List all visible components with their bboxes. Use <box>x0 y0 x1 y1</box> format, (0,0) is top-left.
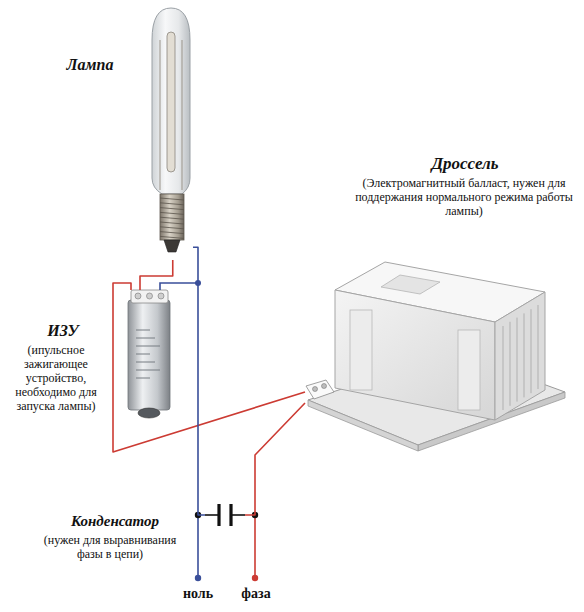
drawing-stroke <box>381 275 440 294</box>
drawing-stroke <box>160 222 184 224</box>
drawing-stroke <box>131 290 168 303</box>
part-name: ИЗУ <box>20 322 106 340</box>
lamp-node: Лампа <box>148 5 193 260</box>
text-holder: фаза <box>228 586 284 602</box>
drawing-stroke <box>160 212 184 214</box>
drawing-stroke <box>458 330 480 410</box>
drawing-stroke <box>136 362 155 363</box>
terminal-label: ноль <box>170 586 226 602</box>
drawing-stroke <box>136 330 150 331</box>
wire <box>193 247 205 515</box>
drawing-stroke <box>160 236 184 238</box>
drawing-stroke <box>308 400 418 451</box>
drawing-stroke <box>138 408 160 418</box>
text-holder: (Электромагнитный балласт, нужен для под… <box>350 176 578 218</box>
drawing-stroke <box>160 283 198 290</box>
drawing-stroke <box>158 293 164 299</box>
drawing-stroke <box>160 198 184 238</box>
drawing-stroke <box>136 338 155 339</box>
capacitor-node: Конденсатор(нужен для выравнивания фазы … <box>205 503 245 527</box>
drawing-stroke <box>136 354 150 355</box>
drawing-stroke <box>152 8 190 194</box>
drawing-stroke <box>538 305 539 389</box>
terminal-label: фаза <box>228 586 284 602</box>
drawing-stroke <box>128 300 170 410</box>
drawing-stroke <box>197 515 199 578</box>
drawing-stroke <box>313 387 318 392</box>
drawing-stroke <box>531 309 532 393</box>
drawing-stroke <box>524 313 525 397</box>
drawing-stroke <box>503 305 538 410</box>
text-holder: Конденсатор <box>40 513 190 530</box>
drawing-stroke <box>160 232 184 234</box>
choke-picture <box>306 262 565 451</box>
lamp-picture <box>152 8 190 252</box>
wire <box>245 403 305 515</box>
text-holder: Лампа <box>52 56 128 74</box>
drawing-stroke <box>231 514 245 516</box>
drawing-stroke <box>254 515 256 578</box>
drawing-stroke <box>350 310 372 390</box>
part-name: Конденсатор <box>40 513 190 530</box>
drawing-stroke <box>160 203 184 205</box>
wire <box>140 260 173 290</box>
drawing-stroke <box>136 330 160 378</box>
drawing-stroke <box>160 40 161 190</box>
drawing-stroke <box>322 384 327 389</box>
part-note: (ипульсное зажигающее устройство, необхо… <box>4 343 108 413</box>
drawing-stroke <box>136 378 150 379</box>
text-holder: Дроссель <box>390 154 540 174</box>
drawing-stroke <box>160 194 184 240</box>
part-note: (Электромагнитный балласт, нужен для под… <box>350 176 578 218</box>
drawing-stroke <box>503 326 504 410</box>
drawing-stroke <box>517 318 518 402</box>
drawing-stroke <box>335 290 495 420</box>
part-name: Лампа <box>52 56 128 74</box>
drawing-stroke <box>229 504 232 526</box>
drawing-stroke <box>195 575 201 581</box>
drawing-stroke <box>510 322 511 406</box>
drawing-stroke <box>252 575 258 581</box>
drawing-stroke <box>135 293 141 299</box>
drawing-stroke <box>160 217 184 219</box>
drawing-stroke <box>495 292 545 420</box>
wire <box>113 283 305 452</box>
drawing-stroke <box>160 198 184 200</box>
text-holder: (нужен для выравнивания фазы в цепи) <box>35 533 185 561</box>
drawing-stroke <box>136 346 160 347</box>
drawing-stroke <box>164 240 180 252</box>
text-holder: ноль <box>170 586 226 602</box>
capacitor-symbol <box>205 504 245 526</box>
drawing-stroke <box>147 293 153 299</box>
drawing-stroke <box>160 227 184 229</box>
drawing-stroke <box>205 514 219 516</box>
drawing-stroke <box>167 32 175 172</box>
drawing-stroke <box>160 208 184 210</box>
part-note: (нужен для выравнивания фазы в цепи) <box>35 533 185 561</box>
junction-dots <box>195 280 258 581</box>
drawing-stroke <box>136 370 160 371</box>
text-holder: ИЗУ <box>20 322 106 340</box>
text-holder: (ипульсное зажигающее устройство, необхо… <box>4 343 108 413</box>
ignitor-node: ИЗУ(ипульсное зажигающее устройство, нео… <box>125 290 173 420</box>
drawing-stroke <box>217 504 220 526</box>
ignitor-picture <box>128 290 170 418</box>
drawing-stroke <box>306 380 334 399</box>
choke-node: Дроссель(Электромагнитный балласт, нужен… <box>305 245 560 445</box>
part-name: Дроссель <box>390 154 540 174</box>
drawing-stroke <box>182 40 183 190</box>
